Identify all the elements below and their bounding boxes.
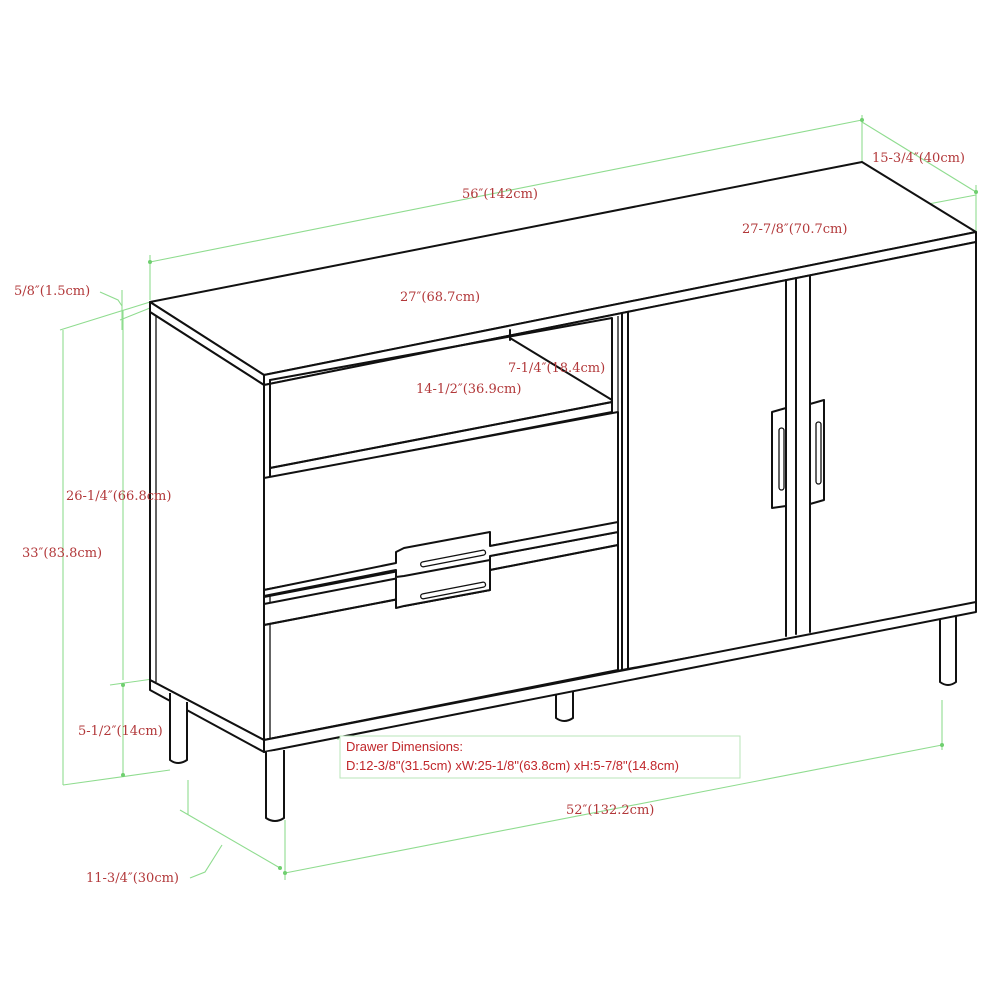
top-thickness-label: 5/8″(1.5cm): [14, 284, 90, 299]
leg-span-width-label: 52″(132.2cm): [566, 803, 654, 818]
shelf-depth-label: 14-1/2″(36.9cm): [416, 382, 521, 397]
leg-span-depth-label: 11-3/4″(30cm): [86, 871, 179, 886]
door-section-width-label: 27-7/8″(70.7cm): [742, 222, 847, 237]
drawer-handle-1: [420, 549, 487, 568]
drawer-dimensions-note: Drawer Dimensions: D:12-3/8"(31.5cm) xW:…: [339, 735, 741, 779]
door-section: [621, 241, 977, 671]
dimension-labels: 56″(142cm) 15-3/4″(40cm) 27-7/8″(70.7cm)…: [14, 151, 965, 886]
left-side-panel: [149, 311, 265, 741]
body-height-label: 26-1/4″(66.8cm): [66, 489, 171, 504]
leg-height-label: 5-1/2″(14cm): [78, 724, 163, 739]
overall-width-label: 56″(142cm): [462, 187, 538, 202]
shelf-height-label: 7-1/4″(18.4cm): [508, 361, 605, 376]
overall-height-label: 33″(83.8cm): [22, 546, 102, 561]
door-handle-plate-right: [809, 399, 825, 505]
leg-front-left: [169, 693, 188, 764]
drawer-note-spec: D:12-3/8"(31.5cm) xW:25-1/8"(63.8cm) xH:…: [346, 758, 679, 773]
leg-back-right: [939, 612, 957, 686]
door-handle-right: [815, 421, 822, 485]
drawer-handle-group: [263, 521, 619, 609]
doors: [627, 275, 825, 669]
drawer-section-width-label: 27″(68.7cm): [400, 290, 480, 305]
drawer-note-title: Drawer Dimensions:: [346, 739, 463, 754]
door-handle-left: [778, 427, 785, 491]
leg-front-center: [265, 750, 285, 822]
drawer-handle-2: [420, 581, 487, 600]
sideboard-drawing: [149, 161, 977, 822]
overall-depth-label: 15-3/4″(40cm): [872, 151, 965, 166]
